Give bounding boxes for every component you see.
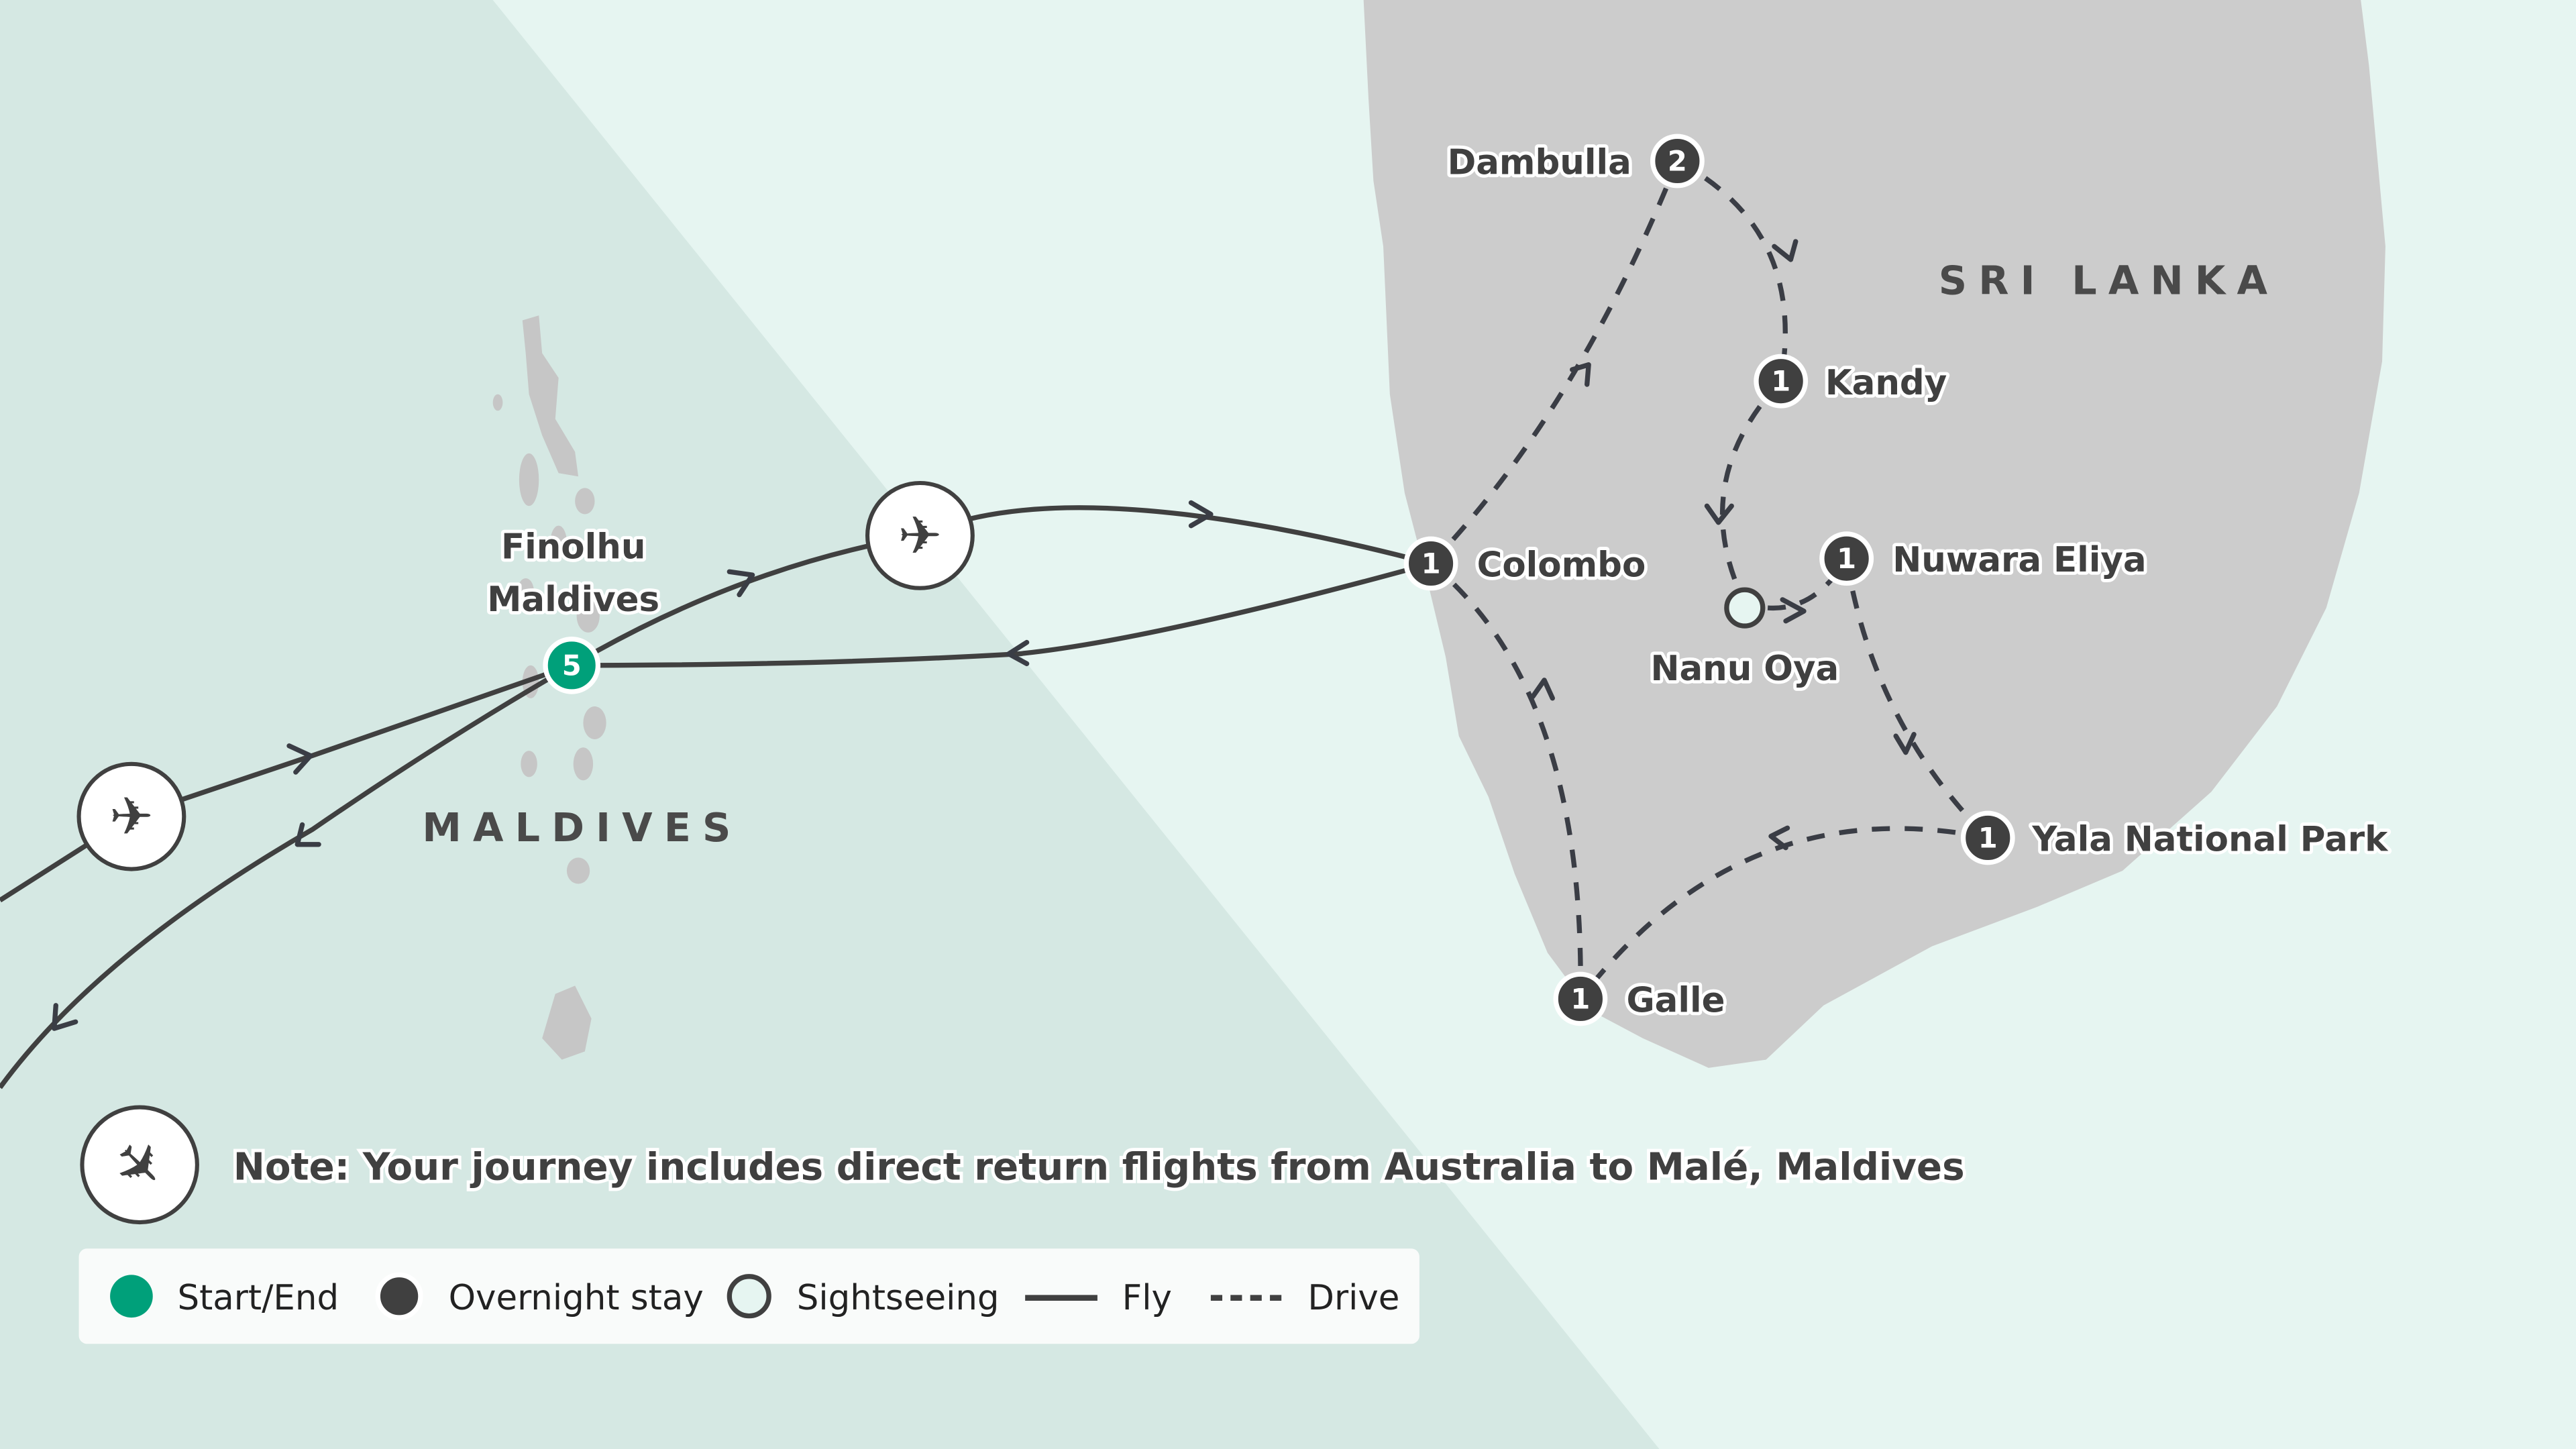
- stop-dambulla[interactable]: 2 Dambulla: [1444, 133, 1705, 189]
- legend-start-end: Start/End: [177, 1278, 339, 1318]
- stop-label: Nanu Oya: [1650, 649, 1839, 689]
- stop-label: Dambulla: [1448, 143, 1631, 183]
- flight-note: ✈ Note: Your journey includes direct ret…: [80, 1105, 1968, 1225]
- stop-label: Nuwara Eliya: [1892, 540, 2146, 580]
- country-label-maldives: MALDIVES: [422, 804, 742, 851]
- stop-kandy[interactable]: 1 Kandy: [1754, 354, 1950, 409]
- flight-marker: ✈: [865, 480, 975, 590]
- nights-count: 1: [1570, 982, 1590, 1015]
- nights-count: 1: [1771, 365, 1790, 398]
- stop-label: Galle: [1626, 981, 1725, 1021]
- flight-marker: ✈: [76, 761, 186, 871]
- stop-label: Yala National Park: [2031, 820, 2389, 860]
- stop-label: Finolhu: [501, 527, 645, 568]
- stop-label: Kandy: [1825, 363, 1947, 403]
- plane-icon: ✈: [109, 786, 154, 847]
- legend-overnight: Overnight stay: [449, 1278, 704, 1318]
- sea-shade: [0, 0, 1660, 1449]
- country-label-sri-lanka: SRI LANKA: [1939, 257, 2279, 303]
- maldives-islands: [492, 315, 606, 1060]
- note-text: Note: Your journey includes direct retur…: [233, 1145, 1965, 1189]
- stop-galle[interactable]: 1 Galle: [1553, 971, 1728, 1026]
- nights-count: 1: [1837, 542, 1856, 575]
- stop-nanu-oya[interactable]: Nanu Oya: [1648, 587, 1842, 692]
- nights-count: 2: [1668, 145, 1687, 178]
- sri-lanka-landmass: [1363, 0, 2385, 1068]
- drive-routes: [1429, 158, 1990, 1001]
- stop-label: Colombo: [1477, 545, 1646, 586]
- legend-sightseeing: Sightseeing: [797, 1278, 1000, 1318]
- sightseeing-icon: [727, 1274, 771, 1319]
- overnight-icon: [375, 1272, 423, 1320]
- stop-colombo[interactable]: 1 Colombo: [1403, 536, 1649, 591]
- stop-sublabel: Maldives: [487, 580, 659, 620]
- stop-finolhu[interactable]: 5 Finolhu Maldives: [484, 524, 663, 694]
- start-end-icon: [110, 1275, 153, 1318]
- stop-yala[interactable]: 1 Yala National Park: [1960, 810, 2392, 865]
- nights-count: 1: [1421, 547, 1441, 580]
- legend-drive: Drive: [1307, 1278, 1399, 1318]
- legend: Start/End Overnight stay Sightseeing Fly…: [78, 1248, 1419, 1344]
- nights-count: 5: [562, 649, 582, 682]
- nights-count: 1: [1978, 821, 1998, 854]
- stop-nuwara-eliya[interactable]: 1 Nuwara Eliya: [1819, 531, 2149, 586]
- plane-icon: ✈: [898, 505, 943, 566]
- legend-fly: Fly: [1122, 1278, 1172, 1318]
